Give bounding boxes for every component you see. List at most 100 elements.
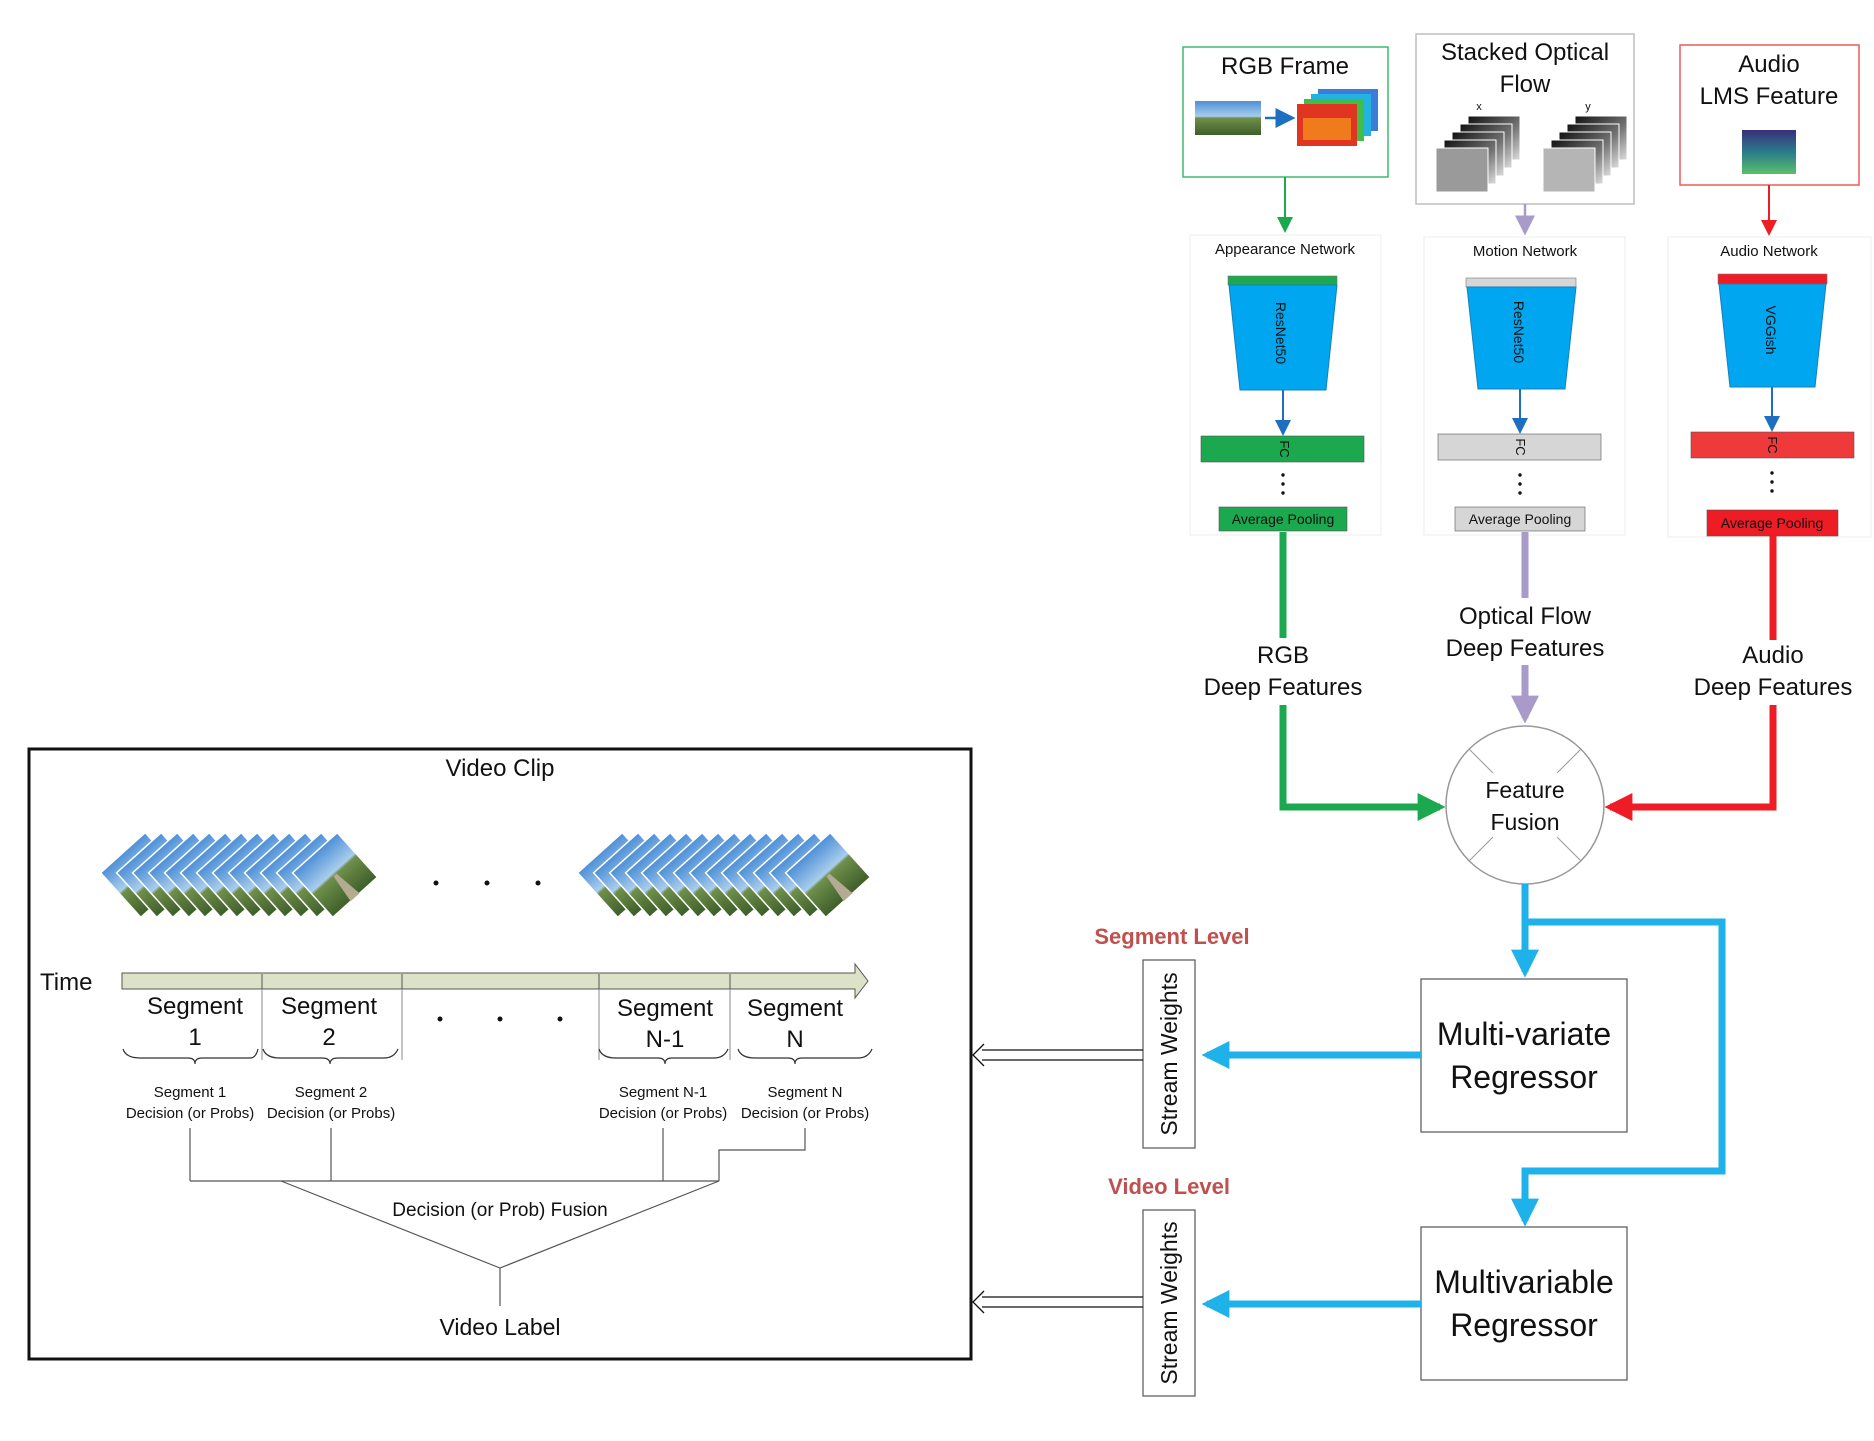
video-stream-weights-label: Stream Weights <box>1156 1221 1182 1384</box>
video-level-label: Video Level <box>1108 1174 1230 1199</box>
appearance-top-bar <box>1227 275 1338 286</box>
rgb-features-line1: RGB <box>1257 642 1309 669</box>
time-axis-arrow <box>121 962 869 1000</box>
segment-n-1-decision-line2: Decision (or Probs) <box>599 1105 727 1122</box>
segment-2-decision-line2: Decision (or Probs) <box>267 1105 395 1122</box>
audio-backbone-label: VGGish <box>1763 305 1779 354</box>
segment-n-number: N <box>786 1026 803 1053</box>
feature-fusion-line1: Feature <box>1485 777 1564 803</box>
segment-stream-weights: Stream Weights <box>1142 959 1196 1149</box>
appearance-fc-layer <box>1200 435 1365 463</box>
frame-stack-right <box>576 831 872 919</box>
motion-network: Motion Network ResNet50 FC Average Pooli… <box>1423 236 1626 536</box>
audio-features-line1: Audio <box>1742 642 1803 669</box>
frame-stack-left <box>99 831 379 919</box>
segment-2-name: Segment <box>281 993 377 1020</box>
optical-flow-x-label: x <box>1476 101 1482 113</box>
optical-flow-y-label: y <box>1585 101 1591 113</box>
segment-weights-arrow <box>972 1043 1143 1067</box>
flow-features-line1: Optical Flow <box>1459 603 1592 630</box>
decision-fusion-label: Decision (or Prob) Fusion <box>392 1200 607 1221</box>
appearance-resnet-block <box>1228 284 1338 391</box>
motion-top-bar <box>1465 277 1577 288</box>
appearance-network-title: Appearance Network <box>1215 241 1356 258</box>
video-stream-weights: Stream Weights <box>1142 1209 1196 1397</box>
segment-1: Segment 1 Segment 1 Decision (or Probs) <box>122 993 259 1122</box>
optical-flow-input: Stacked Optical Flow x y <box>1415 33 1635 205</box>
audio-stream: Audio Deep Features <box>1604 536 1853 821</box>
fusion-to-video-regressor <box>1511 918 1726 1227</box>
segment-regressor-line1: Multi-variate <box>1437 1016 1611 1052</box>
flow-y-stack <box>1542 115 1628 193</box>
motion-fc-label: FC <box>1513 438 1528 455</box>
rgb-frame-input: RGB Frame <box>1182 46 1389 178</box>
audio-pooling-box <box>1706 509 1839 537</box>
rgb-frame-thumbnail <box>1195 101 1261 135</box>
video-regressor-line2: Regressor <box>1450 1307 1598 1343</box>
spectrogram-thumbnail <box>1742 130 1796 174</box>
feature-fusion-line2: Fusion <box>1490 809 1559 835</box>
segment-1-name: Segment <box>147 993 243 1020</box>
segment-1-number: 1 <box>188 1024 201 1051</box>
audio-features-line2: Deep Features <box>1694 674 1853 701</box>
segment-1-decision-line1: Segment 1 <box>154 1084 227 1101</box>
rgb-frame-title: RGB Frame <box>1221 53 1349 80</box>
video-label-output: Video Label <box>439 1314 560 1340</box>
frames-ellipsis <box>433 880 541 886</box>
motion-dots <box>1518 473 1522 495</box>
video-clip-title: Video Clip <box>446 755 555 782</box>
rgb-features-line2: Deep Features <box>1204 674 1363 701</box>
audio-network: Audio Network VGGish FC Average Pooling <box>1667 236 1872 538</box>
video-frame-thumbnail <box>784 831 872 919</box>
flow-stream: Optical Flow Deep Features <box>1446 532 1605 724</box>
segment-n-decision-line2: Decision (or Probs) <box>741 1105 869 1122</box>
segment-regressor-line2: Regressor <box>1450 1059 1598 1095</box>
rgb-frame-stack <box>1297 89 1378 146</box>
segments-ellipsis <box>437 1016 563 1022</box>
video-clip-panel: Video Clip Time Segment 1 Segment 1 Deci… <box>27 747 973 1361</box>
segment-n-1-decision-line1: Segment N-1 <box>619 1084 707 1101</box>
audio-top-bar <box>1717 273 1828 285</box>
segment-2-number: 2 <box>322 1024 335 1051</box>
motion-fc-layer <box>1437 433 1602 461</box>
video-regressor: Multivariable Regressor <box>1420 1226 1628 1381</box>
segment-2: Segment 2 Segment 2 Decision (or Probs) <box>262 993 399 1122</box>
video-regressor-line1: Multivariable <box>1434 1264 1614 1300</box>
optical-flow-title-line1: Stacked Optical <box>1441 39 1609 66</box>
decision-fusion-tree <box>189 1128 806 1306</box>
appearance-dots <box>1281 473 1285 495</box>
audio-dots <box>1770 471 1774 493</box>
segment-regressor: Multi-variate Regressor <box>1420 978 1628 1133</box>
rgb-stream: RGB Deep Features <box>1204 532 1446 821</box>
segment-n-name: Segment <box>747 995 843 1022</box>
audio-network-title: Audio Network <box>1720 243 1818 260</box>
segment-level-label: Segment Level <box>1094 924 1249 949</box>
segment-n-1-name: Segment <box>617 995 713 1022</box>
feature-fusion-node: Feature Fusion <box>1445 725 1605 885</box>
audio-fc-label: FC <box>1765 436 1780 453</box>
appearance-pooling-label: Average Pooling <box>1232 511 1334 527</box>
audio-title-line2: LMS Feature <box>1700 83 1839 110</box>
appearance-network: Appearance Network ResNet50 FC Average P… <box>1189 234 1382 536</box>
segment-stream-weights-label: Stream Weights <box>1156 972 1182 1135</box>
segment-n-minus-1: Segment N-1 Segment N-1 Decision (or Pro… <box>598 995 729 1122</box>
optical-flow-title-line2: Flow <box>1500 71 1551 98</box>
motion-pooling-box <box>1454 506 1586 532</box>
motion-resnet-block <box>1466 286 1577 390</box>
appearance-backbone-label: ResNet50 <box>1273 302 1289 364</box>
video-frame-thumbnail <box>291 831 379 919</box>
motion-pooling-label: Average Pooling <box>1469 511 1571 527</box>
segment-n: Segment N Segment N Decision (or Probs) <box>737 995 873 1122</box>
audio-fc-layer <box>1690 431 1855 459</box>
vggish-block <box>1718 283 1827 388</box>
appearance-fc-label: FC <box>1277 440 1292 457</box>
flow-features-line2: Deep Features <box>1446 635 1605 662</box>
flow-x-stack <box>1435 115 1521 193</box>
audio-pooling-label: Average Pooling <box>1721 515 1823 531</box>
time-label: Time <box>40 969 92 996</box>
segment-2-decision-line1: Segment 2 <box>295 1084 368 1101</box>
video-weights-arrow <box>972 1290 1143 1314</box>
segment-1-decision-line2: Decision (or Probs) <box>126 1105 254 1122</box>
segment-n-decision-line1: Segment N <box>767 1084 842 1101</box>
